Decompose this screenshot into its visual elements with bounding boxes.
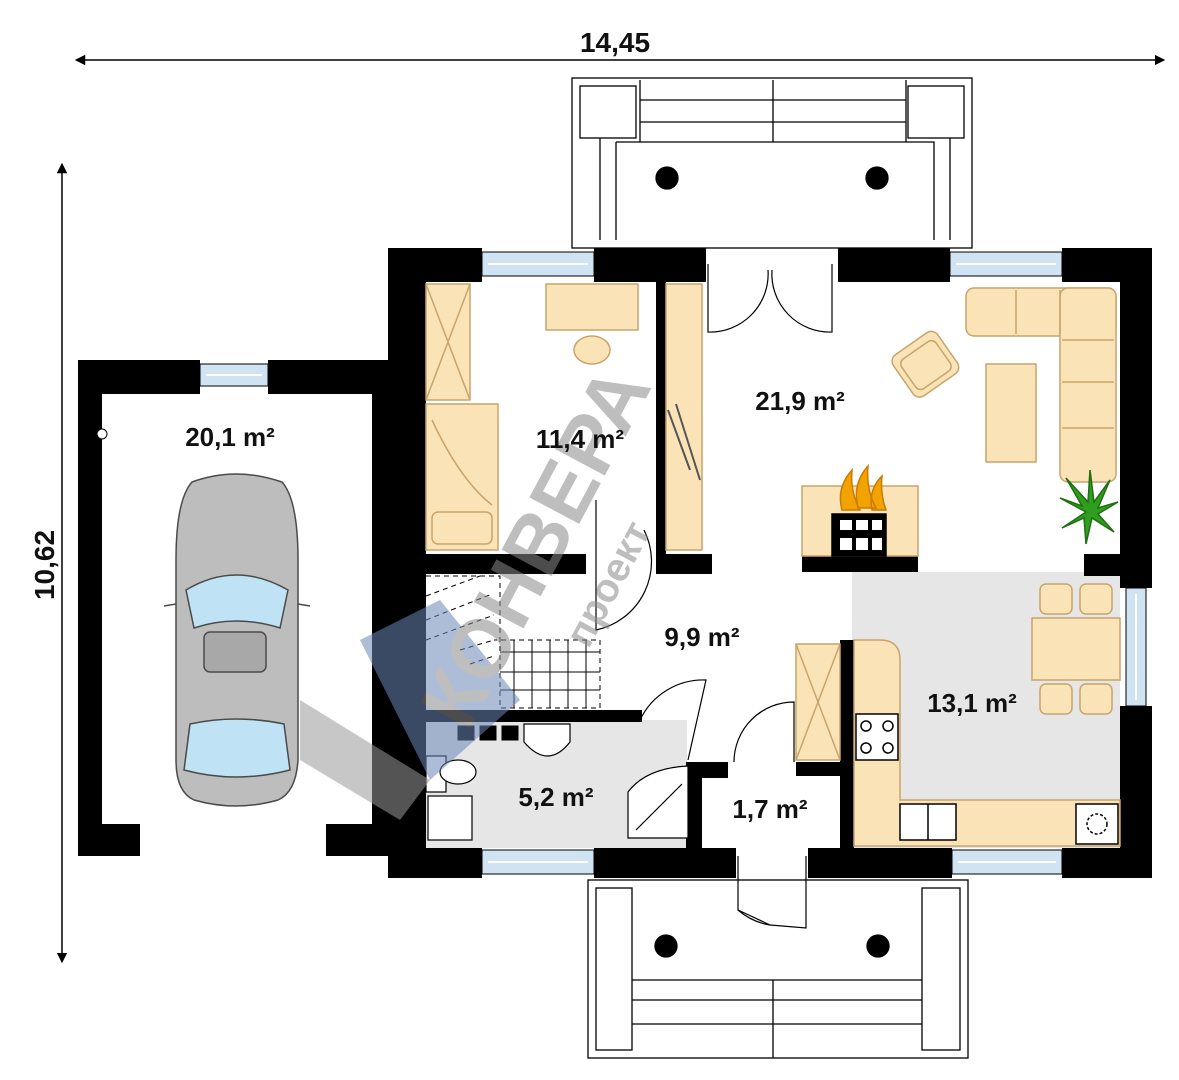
chair: [573, 335, 611, 365]
dining-table: [1031, 617, 1121, 681]
dimension-width-label: 14,45: [580, 27, 650, 58]
bedroom-furniture: [425, 283, 703, 551]
washing-machine: [1075, 803, 1119, 845]
room-area-living: 21,9 m²: [755, 386, 845, 416]
chair: [1039, 583, 1073, 615]
room-area-bathroom: 5,2 m²: [518, 782, 593, 812]
washbasin-icon: [523, 723, 571, 757]
window-glass-lines: [206, 263, 1137, 863]
fire-icon: [839, 463, 888, 511]
toilet-icon: [439, 759, 477, 785]
chair: [1039, 683, 1073, 715]
walls: [78, 248, 1152, 878]
bathroom-fixtures: [425, 723, 689, 841]
dimension-depth-label: 10,62: [29, 530, 60, 600]
dimension-width: 14,45: [74, 27, 1166, 66]
armchair: [891, 330, 960, 398]
dimension-depth: 10,62: [29, 162, 68, 964]
room-area-vestibule: 1,7 m²: [732, 794, 807, 824]
car-icon: [163, 473, 311, 807]
kitchen-furniture: [795, 583, 1121, 847]
chair: [1079, 683, 1113, 715]
living-furniture: [801, 287, 1119, 557]
bedroom-closet: [665, 283, 703, 551]
garage-light: [96, 428, 108, 440]
room-area-garage: 20,1 m²: [185, 422, 275, 452]
room-area-hall: 9,9 m²: [664, 622, 739, 652]
shower-icon: [627, 765, 689, 839]
plant-icon: [1059, 469, 1119, 545]
desk: [545, 283, 639, 331]
room-area-kitchen: 13,1 m²: [927, 688, 1017, 718]
top-porch: [571, 77, 973, 249]
room-area-bedroom: 11,4 m²: [536, 424, 625, 454]
coffee-table: [985, 363, 1037, 463]
chair: [1079, 583, 1113, 615]
sofa-side: [1059, 287, 1117, 483]
cabinet: [427, 795, 473, 841]
bottom-porch: [587, 879, 969, 1059]
doors: [595, 264, 833, 929]
